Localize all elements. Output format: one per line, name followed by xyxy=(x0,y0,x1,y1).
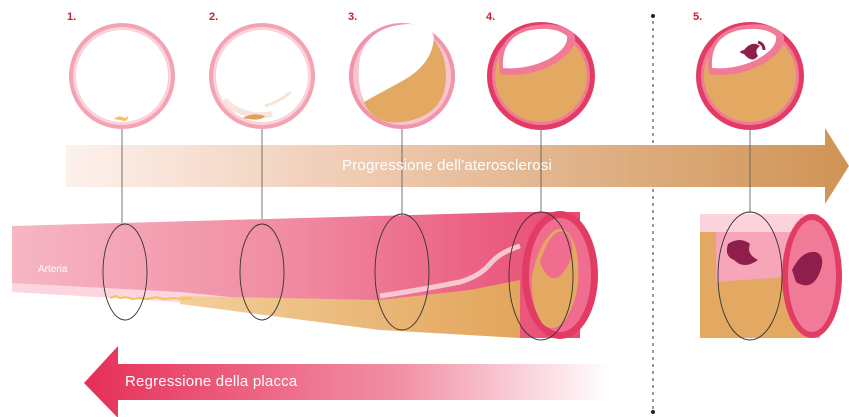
artery-vessel xyxy=(12,211,598,339)
step-label-1: 1. xyxy=(67,11,76,23)
stenosed-vessel xyxy=(700,214,842,338)
step-label-4: 4. xyxy=(486,11,495,23)
artery-label: Arteria xyxy=(38,264,67,275)
step-label-5: 5. xyxy=(693,11,702,23)
progression-label: Progressione dell'aterosclerosi xyxy=(342,157,552,174)
cross-section-5 xyxy=(696,22,804,130)
cross-section-2 xyxy=(209,23,315,129)
step-label-3: 3. xyxy=(348,11,357,23)
step-label-2: 2. xyxy=(209,11,218,23)
cross-section-1 xyxy=(69,23,175,129)
separator-dot-top xyxy=(651,14,655,18)
cross-section-3 xyxy=(349,23,455,129)
regression-label: Regressione della placca xyxy=(125,373,297,390)
separator-dot-bottom xyxy=(651,410,655,414)
cross-section-4 xyxy=(487,22,595,130)
